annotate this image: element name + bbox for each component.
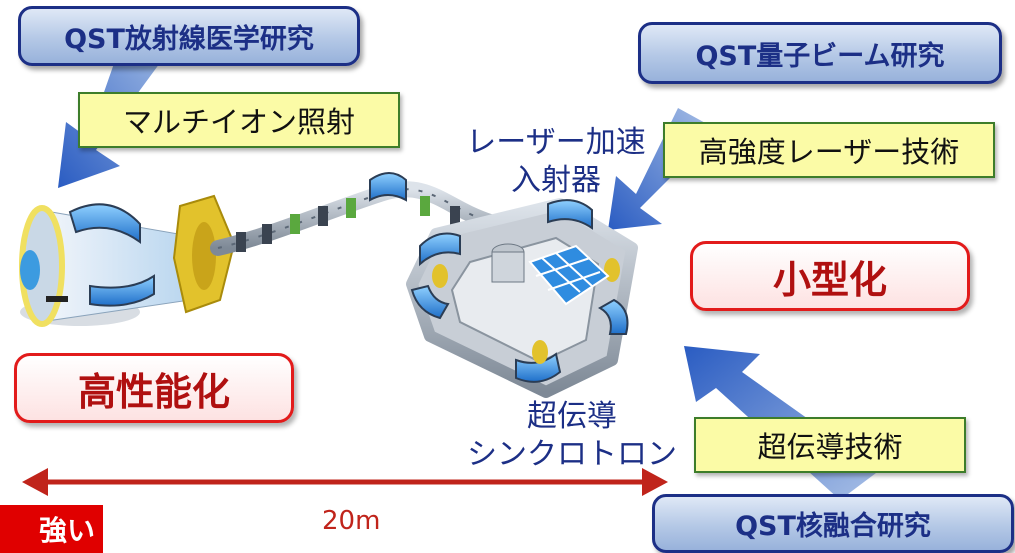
distance-arrow [22, 468, 668, 496]
synchrotron-line1: 超伝導 [527, 399, 617, 434]
superconducting-tech-box: 超伝導技術 [694, 417, 966, 473]
superconducting-tech-label: 超伝導技術 [757, 430, 903, 464]
qst-fusion-research-box: QST核融合研究 [652, 494, 1014, 553]
truncated-red-badge-text: 強い [38, 514, 95, 547]
truncated-red-badge: 強い [0, 505, 103, 553]
rotating-gantry [19, 194, 236, 327]
performance-goal-box: 高性能化 [14, 353, 294, 423]
laser-tech-label: 高強度レーザー技術 [698, 135, 960, 169]
qst-medical-research-label: QST放射線医学研究 [64, 23, 314, 55]
multi-ion-box: マルチイオン照射 [78, 92, 400, 148]
synchrotron-line2: シンクロトロン [467, 437, 677, 472]
qst-fusion-research-label: QST核融合研究 [735, 511, 931, 542]
synchrotron-ring [406, 198, 638, 398]
downsizing-goal-box: 小型化 [690, 241, 970, 311]
laser-injector-label: レーザー加速 入射器 [446, 124, 666, 200]
multi-ion-label: マルチイオン照射 [122, 105, 355, 139]
synchrotron-label: 超伝導 シンクロトロン [452, 398, 692, 474]
laser-tech-box: 高強度レーザー技術 [663, 122, 995, 178]
laser-injector-line1: レーザー加速 [466, 125, 646, 160]
distance-label: 20m [322, 506, 381, 536]
qst-beam-research-box: QST量子ビーム研究 [638, 22, 1002, 84]
downsizing-goal-label: 小型化 [772, 257, 887, 302]
laser-injector-line2: 入射器 [511, 163, 601, 198]
performance-goal-label: 高性能化 [77, 369, 230, 414]
qst-beam-research-label: QST量子ビーム研究 [695, 40, 945, 72]
qst-medical-research-box: QST放射線医学研究 [18, 6, 360, 66]
